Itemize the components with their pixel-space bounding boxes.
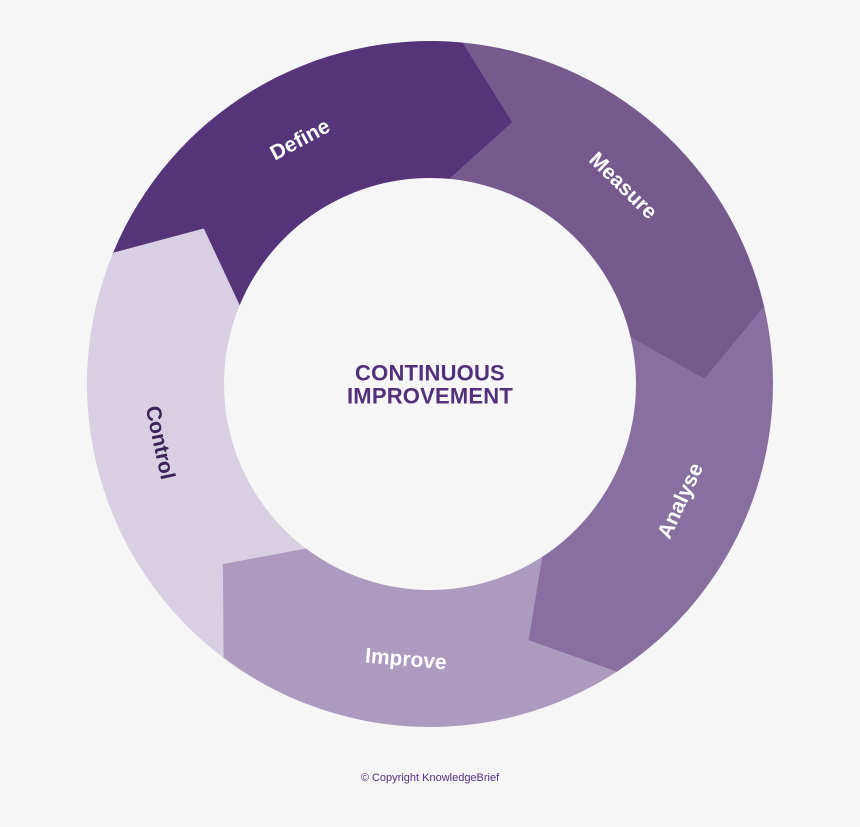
improve-segment: [222, 548, 617, 727]
define-segment: [113, 41, 513, 306]
center-title-line-1: CONTINUOUS: [355, 361, 505, 386]
center-circle: [225, 179, 635, 589]
center-title-line-2: IMPROVEMENT: [347, 384, 513, 409]
copyright-notice: © Copyright KnowledgeBrief: [360, 772, 500, 784]
analyse-segment: [528, 306, 774, 672]
control-segment: [86, 228, 306, 658]
measure-segment: [449, 42, 765, 380]
